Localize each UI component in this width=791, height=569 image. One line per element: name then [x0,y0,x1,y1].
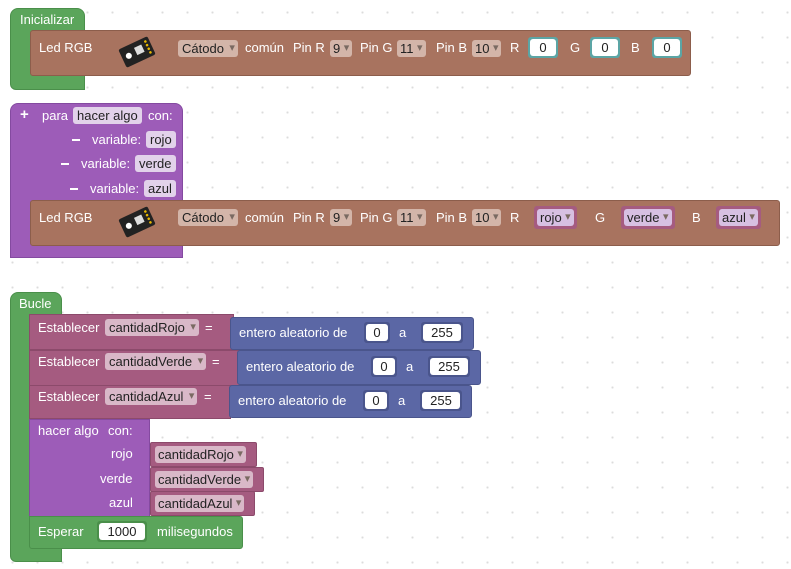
variable-label: variable: [92,132,142,147]
pin-r-dropdown[interactable]: 9 [330,209,353,226]
pin-b-label: Pin B [436,210,468,225]
b-variable-slot[interactable]: azul [716,206,761,229]
arg-name-label: azul [109,495,133,510]
g-label: G [570,40,581,55]
random-to-slot[interactable]: 255 [421,322,463,343]
r-value-slot[interactable]: 0 [528,37,558,58]
loop-hat-label: Bucle [19,296,52,311]
set-label: Establecer [38,354,100,369]
pin-b-dropdown[interactable]: 10 [472,209,502,226]
call-function-block[interactable] [29,419,150,517]
arg-name-label: rojo [111,446,133,461]
arg-variable-dropdown[interactable]: cantidadVerde [155,471,254,488]
b-value-field[interactable]: 0 [654,39,680,56]
plus-icon[interactable]: + [20,106,29,123]
r-label: R [510,40,520,55]
g-label: G [595,210,606,225]
random-from-field[interactable]: 0 [373,358,395,375]
set-variable-dropdown[interactable]: cantidadRojo [105,319,199,336]
b-variable-dropdown[interactable]: azul [719,209,758,226]
led-rgb-icon [116,34,156,68]
pin-r-label: Pin R [293,40,325,55]
set-label: Establecer [38,389,100,404]
a-label: a [398,393,406,408]
r-label: R [510,210,520,225]
random-from-slot[interactable]: 0 [364,322,390,343]
led-label: Led RGB [39,40,93,55]
random-to-field[interactable]: 255 [423,324,461,341]
random-from-field[interactable]: 0 [366,324,388,341]
pin-b-dropdown[interactable]: 10 [472,40,502,57]
a-label: a [399,325,407,340]
pin-g-dropdown[interactable]: 11 [397,40,426,57]
led-rgb-icon [116,204,156,238]
arg-variable-dropdown[interactable]: cantidadRojo [155,446,246,463]
wait-value-field[interactable]: 1000 [99,523,145,540]
a-label: a [406,359,414,374]
g-value-field[interactable]: 0 [592,39,618,56]
init-hat-label: Inicializar [20,12,75,27]
led-label: Led RGB [39,210,93,225]
wait-unit-label: milisegundos [157,524,233,539]
arg-variable-dropdown[interactable]: cantidadAzul [155,495,245,512]
variable-label: variable: [90,181,140,196]
random-to-slot[interactable]: 255 [428,356,470,377]
equals-label: = [204,389,212,404]
variable-name-field[interactable]: verde [135,155,176,172]
call-con-label: con: [108,423,133,438]
random-from-field[interactable]: 0 [365,392,387,409]
random-label: entero aleatorio de [246,359,355,374]
wait-label: Esperar [38,524,84,539]
con-label: con: [148,108,173,123]
random-to-field[interactable]: 255 [430,358,468,375]
pin-r-dropdown[interactable]: 9 [330,40,353,57]
set-variable-dropdown[interactable]: cantidadVerde [105,353,207,370]
variable-name-field[interactable]: rojo [146,131,176,148]
set-label: Establecer [38,320,100,335]
wait-value-slot[interactable]: 1000 [97,521,147,542]
set-block[interactable] [29,385,231,419]
equals-label: = [205,320,213,335]
para-label: para [42,108,69,123]
arg-name-label: verde [100,471,133,486]
b-label: B [631,40,640,55]
random-to-field[interactable]: 255 [422,392,460,409]
function-name-field[interactable]: hacer algo [73,107,142,124]
b-value-slot[interactable]: 0 [652,37,682,58]
r-variable-slot[interactable]: rojo [534,206,577,229]
r-value-field[interactable]: 0 [530,39,556,56]
led-mode-dropdown[interactable]: Cátodo [178,40,238,57]
pin-g-label: Pin G [360,210,393,225]
equals-label: = [212,354,220,369]
g-variable-slot[interactable]: verde [621,206,675,229]
r-variable-dropdown[interactable]: rojo [537,209,574,226]
led-mode-dropdown[interactable]: Cátodo [178,209,238,226]
led-common-label: común [245,40,285,55]
minus-icon[interactable] [61,163,69,165]
g-variable-dropdown[interactable]: verde [624,209,672,226]
variable-label: variable: [81,156,131,171]
random-from-slot[interactable]: 0 [363,390,389,411]
pin-b-label: Pin B [436,40,468,55]
random-from-slot[interactable]: 0 [371,356,397,377]
variable-name-field[interactable]: azul [144,180,176,197]
led-common-label: común [245,210,285,225]
pin-g-dropdown[interactable]: 11 [397,209,426,226]
random-to-slot[interactable]: 255 [420,390,462,411]
set-variable-dropdown[interactable]: cantidadAzul [105,388,198,405]
pin-r-label: Pin R [293,210,325,225]
call-function-label: hacer algo [38,423,99,438]
minus-icon[interactable] [70,188,78,190]
random-label: entero aleatorio de [238,393,347,408]
minus-icon[interactable] [72,139,80,141]
pin-g-label: Pin G [360,40,393,55]
g-value-slot[interactable]: 0 [590,37,620,58]
random-label: entero aleatorio de [239,325,348,340]
b-label: B [692,210,701,225]
